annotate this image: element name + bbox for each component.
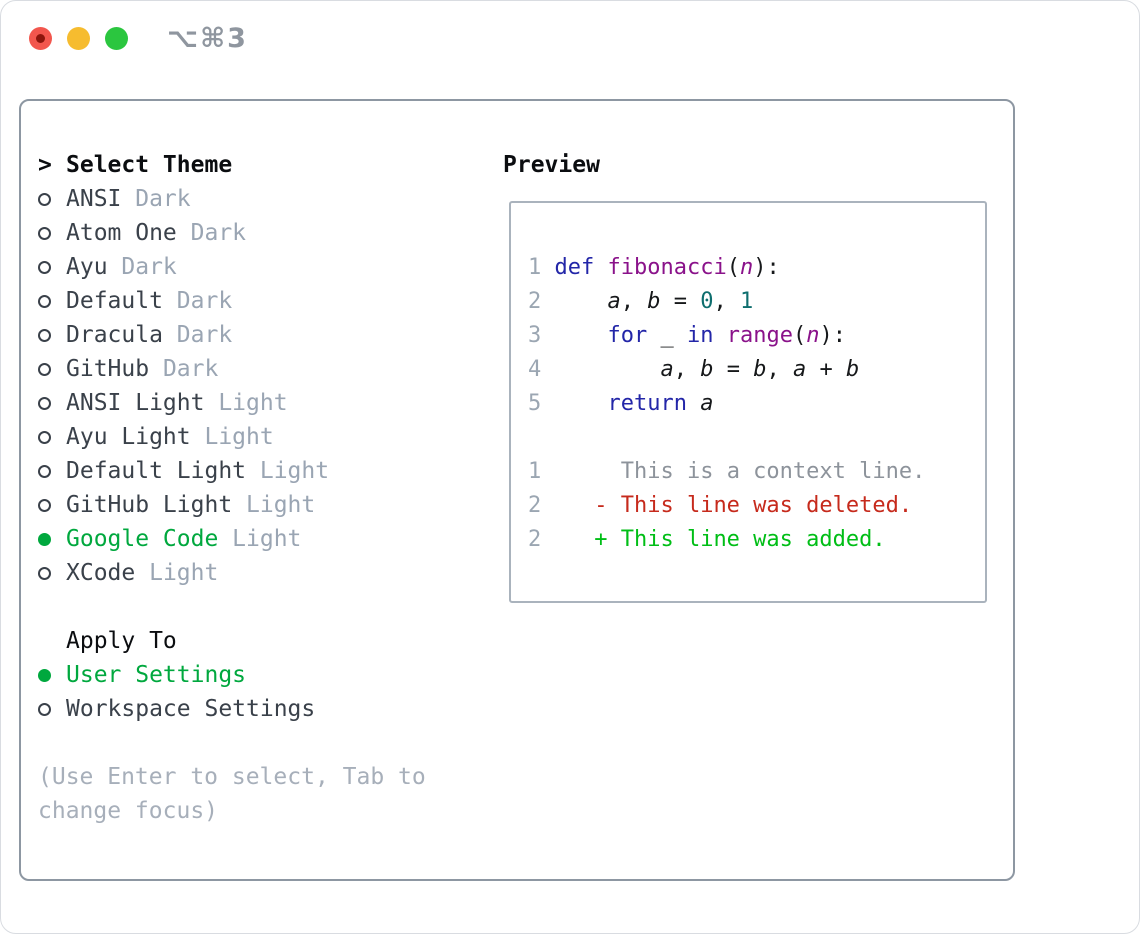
theme-variant: Dark — [176, 288, 233, 314]
theme-name: ANSI — [66, 186, 122, 212]
close-button[interactable] — [29, 27, 52, 50]
preview-header: Preview — [503, 148, 600, 182]
theme-item[interactable]: ANSI Dark — [38, 182, 426, 216]
theme-item[interactable]: Default Dark — [38, 284, 426, 318]
theme-variant: Light — [218, 390, 288, 416]
theme-variant: Dark — [121, 254, 177, 280]
theme-item[interactable]: ANSI Light Light — [38, 386, 426, 420]
code-line: 1 def fibonacci(n): — [528, 255, 780, 280]
spacer — [38, 590, 426, 624]
theme-variant: Dark — [190, 220, 247, 246]
radio-icon — [38, 362, 51, 376]
theme-variant: Light — [259, 458, 330, 484]
theme-variant: Dark — [135, 186, 191, 212]
radio-icon — [38, 294, 51, 308]
theme-item[interactable]: Default Light Light — [38, 454, 426, 488]
apply-to-item[interactable]: User Settings — [38, 658, 426, 692]
spacer — [38, 726, 426, 760]
theme-name: GitHub — [66, 356, 150, 382]
radio-icon — [38, 328, 51, 342]
theme-name: GitHub Light — [66, 492, 233, 518]
apply-target-name: User Settings — [66, 662, 247, 688]
apply-to-item[interactable]: Workspace Settings — [38, 692, 426, 726]
theme-name: Atom One — [66, 220, 177, 246]
theme-name: Default Light — [66, 458, 247, 484]
theme-variant: Dark — [162, 356, 219, 382]
code-line — [528, 421, 925, 455]
minimize-button[interactable] — [67, 27, 90, 50]
theme-item[interactable]: Ayu Dark — [38, 250, 426, 284]
theme-name: Dracula — [66, 322, 163, 348]
radio-icon — [38, 192, 51, 206]
theme-item[interactable]: Atom One Dark — [38, 216, 426, 250]
radio-selected-icon — [38, 668, 51, 682]
theme-item[interactable]: Ayu Light Light — [38, 420, 426, 454]
apply-to-label: Apply To — [66, 628, 177, 654]
theme-name: ANSI Light — [66, 390, 205, 416]
theme-item[interactable]: GitHub Dark — [38, 352, 426, 386]
theme-variant: Light — [204, 424, 274, 450]
preview-box: 1 def fibonacci(n): 2 a, b = 0, 1 3 for _ … — [509, 201, 987, 603]
hint-line-2: change focus) — [38, 798, 219, 824]
apply-to-header: Apply To — [38, 624, 426, 658]
theme-item[interactable]: GitHub Light Light — [38, 488, 426, 522]
theme-variant: Light — [232, 526, 302, 552]
theme-item[interactable]: Dracula Dark — [38, 318, 426, 352]
select-theme-label: Select Theme — [66, 152, 233, 178]
theme-name: Default — [66, 288, 163, 314]
zoom-button[interactable] — [105, 27, 128, 50]
radio-icon — [38, 464, 51, 478]
radio-icon — [38, 396, 51, 410]
code-line: 5 return a — [528, 391, 714, 416]
cursor-arrow-icon: > — [38, 152, 52, 178]
radio-icon — [38, 498, 51, 512]
code-line: 4 a, b = b, a + b — [528, 357, 860, 382]
code-line: 2 + This line was added. — [528, 527, 886, 552]
theme-variant: Light — [246, 492, 316, 518]
radio-selected-icon — [38, 532, 51, 546]
code-line: 3 for _ in range(n): — [528, 323, 846, 348]
radio-icon — [38, 226, 51, 240]
select-theme-header: > Select Theme — [38, 148, 426, 182]
theme-name: Ayu — [66, 254, 108, 280]
radio-icon — [38, 702, 51, 716]
radio-icon — [38, 260, 51, 274]
code-preview: 1 def fibonacci(n): 2 a, b = 0, 1 3 for _ … — [528, 251, 925, 557]
theme-name: XCode — [66, 560, 136, 586]
theme-variant: Dark — [176, 322, 233, 348]
code-line: 2 - This line was deleted. — [528, 493, 913, 518]
radio-icon — [38, 566, 51, 580]
hint-line-1: (Use Enter to select, Tab to — [38, 764, 426, 790]
theme-name: Google Code — [66, 526, 219, 552]
theme-name: Ayu Light — [66, 424, 191, 450]
code-line: 1 This is a context line. — [528, 459, 926, 484]
code-line: 2 a, b = 0, 1 — [528, 289, 754, 314]
preview-label: Preview — [503, 152, 600, 178]
traffic-lights — [29, 27, 128, 50]
radio-icon — [38, 430, 51, 444]
theme-item[interactable]: Google Code Light — [38, 522, 426, 556]
window-title: ⌥⌘3 — [167, 23, 248, 54]
apply-target-name: Workspace Settings — [66, 696, 316, 722]
theme-variant: Light — [149, 560, 219, 586]
theme-item[interactable]: XCode Light — [38, 556, 426, 590]
